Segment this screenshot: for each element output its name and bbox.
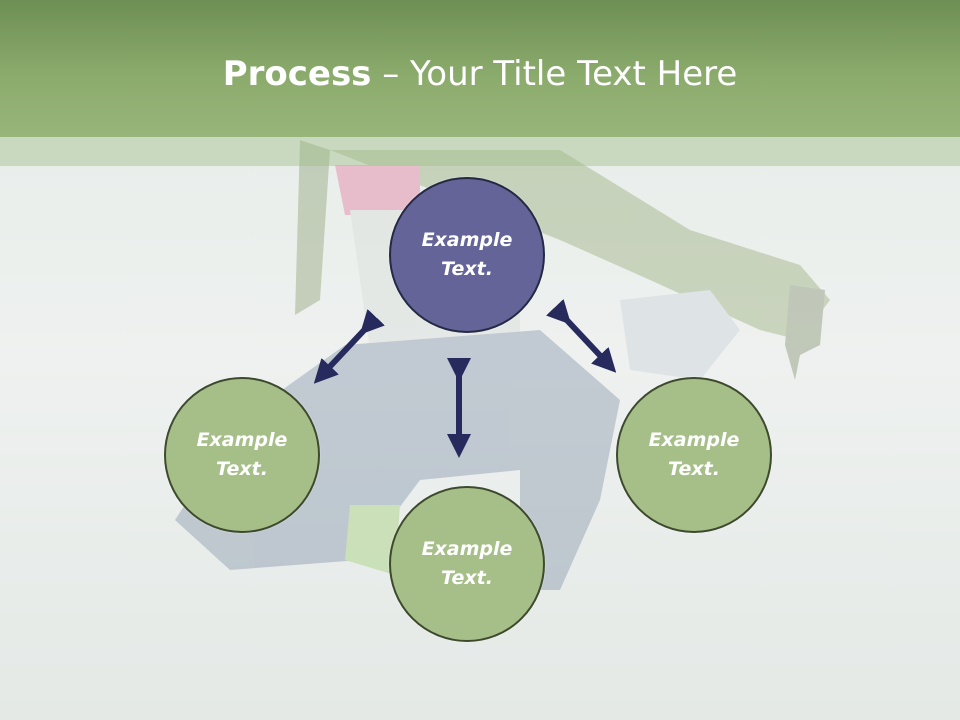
node-top-label: Example Text. [421, 229, 513, 280]
node-top: Example Text. [389, 177, 545, 333]
node-bottom-label: Example Text. [421, 538, 513, 589]
title-bold: Process [222, 54, 372, 94]
node-right-label: Example Text. [648, 429, 740, 480]
node-left: Example Text. [164, 377, 320, 533]
node-left-label: Example Text. [196, 429, 288, 480]
node-right: Example Text. [616, 377, 772, 533]
slide-title: Process – Your Title Text Here [0, 52, 960, 96]
title-bar [0, 0, 960, 137]
node-bottom: Example Text. [389, 486, 545, 642]
title-band [0, 137, 960, 166]
title-rest: – Your Title Text Here [371, 54, 738, 94]
